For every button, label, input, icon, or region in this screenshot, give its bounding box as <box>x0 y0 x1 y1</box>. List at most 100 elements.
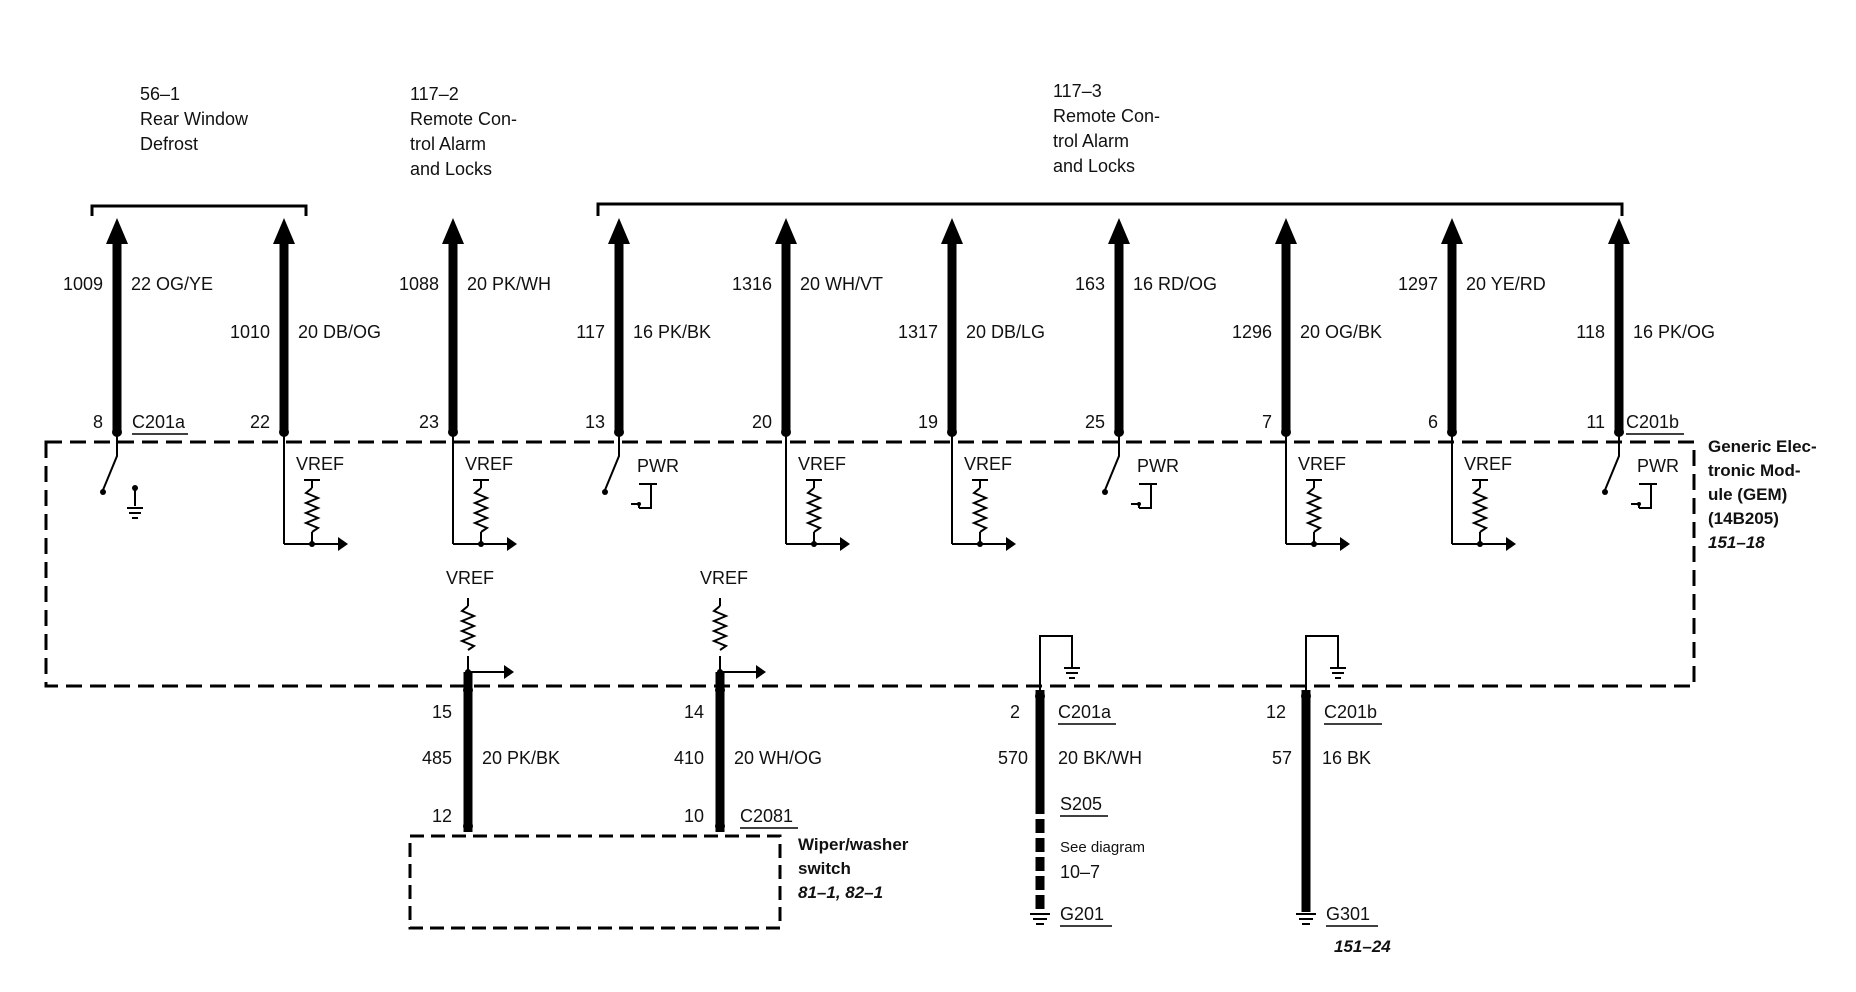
svg-text:VREF: VREF <box>465 454 513 474</box>
splice-s205: S205 <box>1060 794 1102 814</box>
ground-g301: G301 <box>1326 904 1370 924</box>
bracket-defrost <box>90 204 308 216</box>
svg-text:20 WH/VT: 20 WH/VT <box>800 274 883 294</box>
ref-alarm-a: 117–2 Remote Con- trol Alarm and Locks <box>410 84 517 179</box>
svg-text:1088: 1088 <box>399 274 439 294</box>
svg-text:11: 11 <box>1586 412 1605 432</box>
svg-text:VREF: VREF <box>1298 454 1346 474</box>
svg-text:PWR: PWR <box>637 456 679 476</box>
bottom-wires: VREF 15 485 20 PK/BK 12 VREF <box>422 568 1391 956</box>
svg-text:16 RD/OG: 16 RD/OG <box>1133 274 1217 294</box>
svg-text:VREF: VREF <box>798 454 846 474</box>
svg-text:2: 2 <box>1010 702 1020 722</box>
svg-text:C201a: C201a <box>1058 702 1112 722</box>
svg-text:1297: 1297 <box>1398 274 1438 294</box>
svg-text:1009: 1009 <box>63 274 103 294</box>
svg-text:6: 6 <box>1428 412 1438 432</box>
svg-text:8: 8 <box>93 412 103 432</box>
svg-text:13: 13 <box>585 412 605 432</box>
svg-text:16 BK: 16 BK <box>1322 748 1371 768</box>
svg-text:117–3: 117–3 <box>1053 81 1102 101</box>
wire-410: VREF 14 410 20 WH/OG 10 C2081 <box>674 568 822 832</box>
svg-text:12: 12 <box>1266 702 1286 722</box>
svg-text:151–18: 151–18 <box>1708 533 1765 552</box>
svg-text:22 OG/YE: 22 OG/YE <box>131 274 213 294</box>
ref-alarm-b: 117–3 Remote Con- trol Alarm and Locks <box>1053 81 1160 176</box>
svg-text:23: 23 <box>419 412 439 432</box>
svg-text:20: 20 <box>752 412 772 432</box>
svg-text:57: 57 <box>1272 748 1292 768</box>
svg-text:C201b: C201b <box>1324 702 1377 722</box>
bracket-alarm-b <box>596 202 1624 216</box>
connector-c201a-top: C201a <box>132 412 186 432</box>
svg-text:VREF: VREF <box>1464 454 1512 474</box>
svg-text:1296: 1296 <box>1232 322 1272 342</box>
svg-text:and Locks: and Locks <box>1053 156 1135 176</box>
svg-text:Defrost: Defrost <box>140 134 198 154</box>
svg-text:10–7: 10–7 <box>1060 862 1100 882</box>
svg-text:Remote Con-: Remote Con- <box>410 109 517 129</box>
svg-text:7: 7 <box>1262 412 1272 432</box>
svg-text:570: 570 <box>998 748 1028 768</box>
svg-text:ule (GEM): ule (GEM) <box>1708 485 1787 504</box>
svg-text:151–24: 151–24 <box>1334 937 1391 956</box>
svg-text:20 PK/WH: 20 PK/WH <box>467 274 551 294</box>
svg-text:20 DB/OG: 20 DB/OG <box>298 322 381 342</box>
svg-text:PWR: PWR <box>1137 456 1179 476</box>
gem-module-label: Generic Elec- tronic Mod- ule (GEM) (14B… <box>1708 437 1817 552</box>
svg-text:20 YE/RD: 20 YE/RD <box>1466 274 1546 294</box>
svg-text:PWR: PWR <box>1637 456 1679 476</box>
svg-text:VREF: VREF <box>296 454 344 474</box>
svg-text:1010: 1010 <box>230 322 270 342</box>
svg-text:118: 118 <box>1576 322 1605 342</box>
ref-defrost: 56–1 Rear Window Defrost <box>140 84 249 154</box>
svg-text:20 WH/OG: 20 WH/OG <box>734 748 822 768</box>
svg-text:25: 25 <box>1085 412 1105 432</box>
svg-text:switch: switch <box>798 859 851 878</box>
svg-text:10: 10 <box>684 806 704 826</box>
gem-module-box <box>44 440 1696 688</box>
wiper-switch-label: Wiper/washer switch 81–1, 82–1 <box>798 835 909 902</box>
svg-text:410: 410 <box>674 748 704 768</box>
svg-text:VREF: VREF <box>700 568 748 588</box>
wire-570: 2 C201a 570 20 BK/WH S205 See diagram 10… <box>998 635 1145 927</box>
svg-text:12: 12 <box>432 806 452 826</box>
svg-text:20 OG/BK: 20 OG/BK <box>1300 322 1382 342</box>
svg-text:22: 22 <box>250 412 270 432</box>
svg-text:VREF: VREF <box>446 568 494 588</box>
svg-text:Remote Con-: Remote Con- <box>1053 106 1160 126</box>
wire-485: VREF 15 485 20 PK/BK 12 <box>422 568 560 832</box>
connector-c2081: C2081 <box>740 806 793 826</box>
svg-text:VREF: VREF <box>964 454 1012 474</box>
svg-text:trol Alarm: trol Alarm <box>410 134 486 154</box>
svg-text:Wiper/washer: Wiper/washer <box>798 835 909 854</box>
svg-text:tronic Mod-: tronic Mod- <box>1708 461 1801 480</box>
svg-text:56–1: 56–1 <box>140 84 180 104</box>
svg-text:163: 163 <box>1075 274 1105 294</box>
svg-text:Generic Elec-: Generic Elec- <box>1708 437 1817 456</box>
svg-text:19: 19 <box>918 412 938 432</box>
svg-text:1317: 1317 <box>898 322 938 342</box>
wire-1009: 1009 22 OG/YE 8 <box>63 218 213 519</box>
svg-text:117–2: 117–2 <box>410 84 459 104</box>
svg-text:trol Alarm: trol Alarm <box>1053 131 1129 151</box>
svg-text:81–1, 82–1: 81–1, 82–1 <box>798 883 883 902</box>
svg-text:1316: 1316 <box>732 274 772 294</box>
svg-text:14: 14 <box>684 702 704 722</box>
svg-text:485: 485 <box>422 748 452 768</box>
svg-text:Rear Window: Rear Window <box>140 109 249 129</box>
svg-text:and Locks: and Locks <box>410 159 492 179</box>
svg-text:(14B205): (14B205) <box>1708 509 1779 528</box>
